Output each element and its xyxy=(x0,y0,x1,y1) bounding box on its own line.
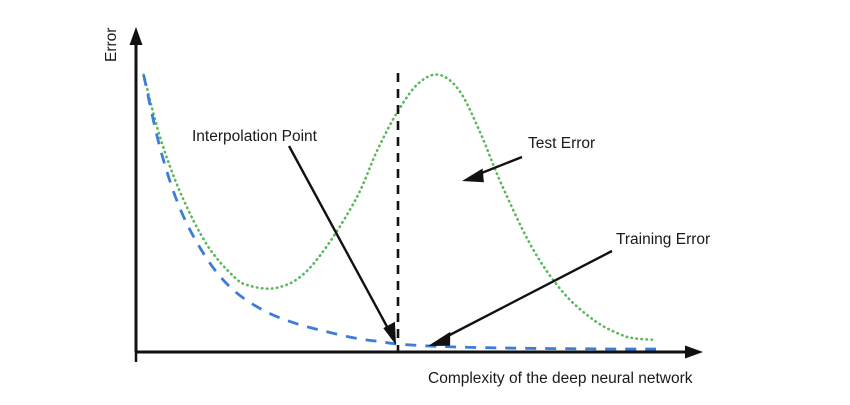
annotation-interpolation-point: Interpolation Point xyxy=(192,128,396,345)
y-axis-arrowhead xyxy=(129,27,143,45)
interpolation-point-label: Interpolation Point xyxy=(192,128,318,145)
training-error-label: Training Error xyxy=(616,231,710,248)
annotation-training-error: Training Error xyxy=(428,231,710,346)
test-error-arrowhead xyxy=(462,168,484,183)
y-axis-label: Error xyxy=(103,28,120,62)
annotation-test-error: Test Error xyxy=(462,135,595,183)
training-error-curve xyxy=(142,74,657,351)
x-axis-label: Complexity of the deep neural network xyxy=(428,370,693,387)
interpolation-point-leader xyxy=(287,145,393,335)
interpolation-point-arrowhead xyxy=(383,321,396,345)
axes-group xyxy=(129,27,703,362)
test-error-curve xyxy=(142,73,658,342)
test-error-label: Test Error xyxy=(528,135,595,152)
curves-group xyxy=(142,73,658,351)
training-error-arrowhead xyxy=(428,331,451,346)
training-error-leader xyxy=(441,249,613,341)
x-axis-arrowhead xyxy=(685,345,703,359)
